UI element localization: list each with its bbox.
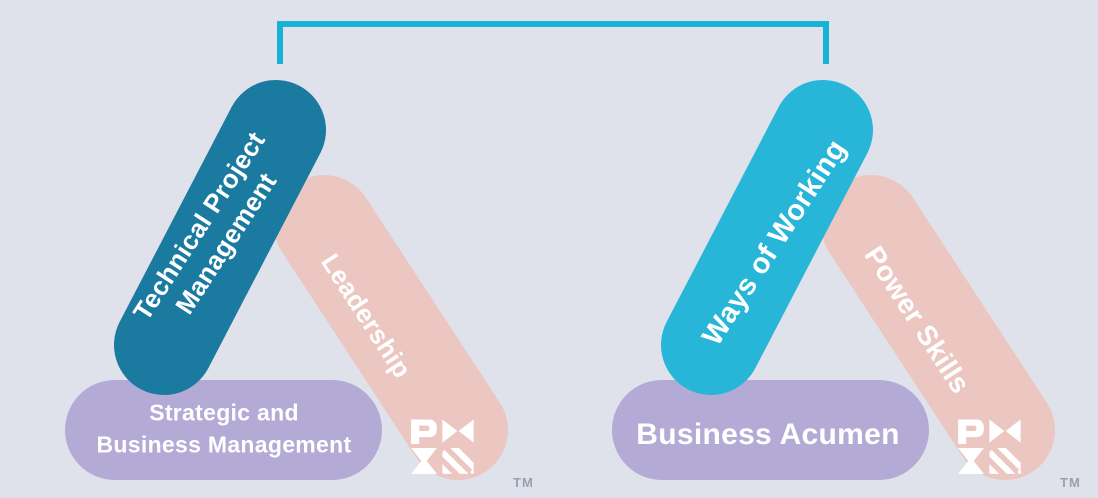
bottom-side-label: Business Acumen [636, 418, 899, 452]
left-side-bar [114, 80, 326, 395]
connector-bracket [277, 21, 829, 64]
bottom-side-label: Strategic and Business Management [97, 397, 352, 460]
triangle-bars [612, 80, 1055, 480]
talent-triangle-right: Ways of Working Power Skills Business Ac… [605, 73, 1080, 493]
triangle-bars [65, 80, 508, 480]
trademark-label: TM [1060, 475, 1081, 490]
pmi-logo-icon [407, 418, 475, 474]
right-side-bar [274, 175, 508, 480]
talent-triangle-left: Technical Project Management Leadership … [58, 73, 533, 493]
pmi-logo-icon [954, 418, 1022, 474]
left-side-bar [661, 80, 873, 395]
right-side-bar [821, 175, 1055, 480]
label-line: Business Acumen [636, 418, 900, 451]
label-line: Strategic and [149, 399, 299, 426]
connector-bracket-line [277, 21, 829, 64]
label-line: Business Management [96, 431, 352, 457]
trademark-label: TM [513, 475, 534, 490]
